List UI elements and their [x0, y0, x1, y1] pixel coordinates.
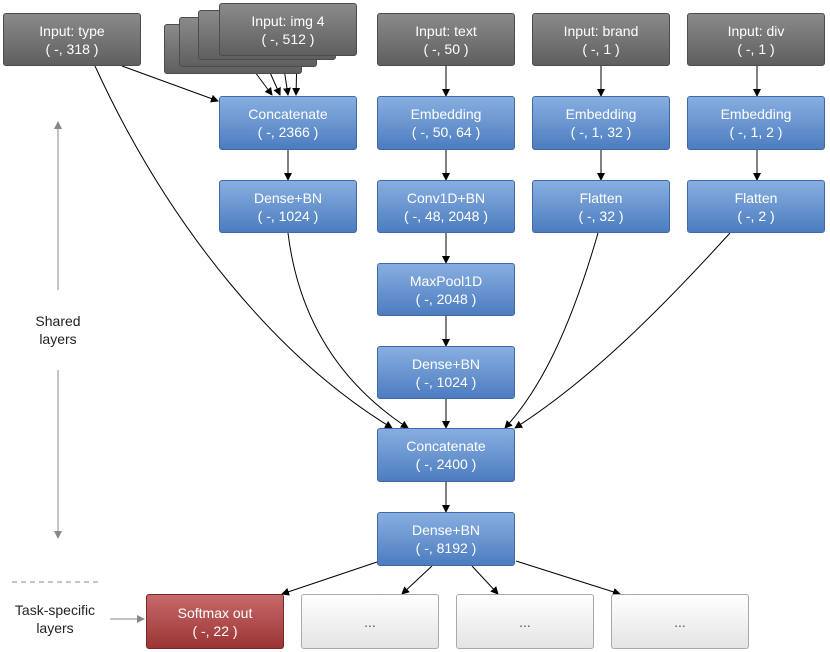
node-shape: ( -, 1024 ) — [257, 207, 319, 224]
node-shape: ( -, 1 ) — [737, 40, 775, 57]
node-dense-shared: Dense+BN ( -, 8192 ) — [377, 512, 515, 566]
node-name: Dense+BN — [253, 189, 323, 206]
edge-flatdiv-concat2 — [514, 232, 731, 429]
edge-shared-softmax — [281, 560, 381, 596]
edge-flatbrand-concat2 — [504, 232, 599, 429]
node-input-img: Input: img 4 ( -, 512 ) — [219, 3, 357, 56]
node-name: Flatten — [734, 189, 778, 206]
node-name: Dense+BN — [411, 355, 481, 372]
node-name: Embedding — [565, 106, 637, 122]
edge-denseimg-concat2 — [287, 232, 409, 429]
node-shape: ( -, 32 ) — [578, 207, 624, 224]
placeholder-label: ... — [519, 613, 531, 630]
node-maxpool1d: MaxPool1D ( -, 2048 ) — [377, 263, 515, 316]
node-name: Softmax out — [177, 604, 253, 621]
node-shape: ( -, 512 ) — [261, 30, 315, 47]
node-name: Input: text — [415, 22, 477, 39]
node-embedding-div: Embedding ( -, 1, 2 ) — [687, 96, 825, 150]
node-name: Flatten — [579, 189, 623, 206]
node-shape: ( -, 2048 ) — [415, 290, 477, 307]
edge-shared-task2 — [401, 565, 433, 595]
node-embedding-text: Embedding ( -, 50, 64 ) — [377, 96, 515, 150]
edge-type-concat1 — [121, 65, 219, 103]
edge-shared-task4 — [515, 560, 621, 596]
edge-shared-task3 — [471, 565, 499, 595]
node-shape: ( -, 2366 ) — [257, 124, 319, 140]
node-name: Input: img 4 — [251, 12, 325, 29]
node-input-div: Input: div ( -, 1 ) — [687, 13, 825, 66]
node-task-placeholder-2: ... — [301, 594, 439, 649]
shared-label-line-2: layers — [39, 331, 77, 347]
node-concatenate-1: Concatenate ( -, 2366 ) — [219, 96, 357, 150]
node-shape: ( -, 1024 ) — [415, 373, 477, 390]
node-input-brand: Input: brand ( -, 1 ) — [532, 13, 670, 66]
shared-layers-label: Shared layers — [14, 312, 102, 348]
node-name: Input: brand — [563, 22, 639, 39]
node-name: MaxPool1D — [409, 272, 483, 289]
task-specific-layers-label: Task-specific layers — [0, 601, 110, 637]
node-shape: ( -, 1, 2 ) — [729, 124, 783, 140]
node-task-placeholder-4: ... — [611, 594, 749, 649]
node-input-text: Input: text ( -, 50 ) — [377, 13, 515, 66]
node-conv1d: Conv1D+BN ( -, 48, 2048 ) — [377, 180, 515, 233]
node-shape: ( -, 318 ) — [45, 40, 99, 57]
edge-img-stack-1 — [254, 71, 273, 96]
node-dense-text: Dense+BN ( -, 1024 ) — [377, 346, 515, 399]
node-embedding-brand: Embedding ( -, 1, 32 ) — [532, 96, 670, 150]
node-concatenate-2: Concatenate ( -, 2400 ) — [377, 428, 515, 482]
node-softmax-out: Softmax out ( -, 22 ) — [146, 594, 284, 649]
node-name: Embedding — [720, 106, 792, 122]
node-shape: ( -, 1, 32 ) — [570, 124, 632, 140]
node-shape: ( -, 50 ) — [423, 40, 469, 57]
node-name: Concatenate — [248, 106, 328, 122]
node-name: Dense+BN — [411, 522, 481, 538]
shared-label-line-1: Shared — [35, 313, 81, 329]
node-shape: ( -, 2400 ) — [415, 456, 477, 472]
node-name: Embedding — [410, 106, 482, 122]
node-shape: ( -, 48, 2048 ) — [403, 207, 489, 224]
node-shape: ( -, 8192 ) — [415, 540, 477, 556]
node-task-placeholder-3: ... — [456, 594, 594, 649]
node-shape: ( -, 22 ) — [192, 622, 238, 639]
node-name: Input: type — [39, 22, 105, 39]
placeholder-label: ... — [364, 613, 376, 630]
node-flatten-brand: Flatten ( -, 32 ) — [532, 180, 670, 233]
task-label-line-1: Task-specific — [14, 602, 96, 618]
node-name: Concatenate — [406, 438, 486, 454]
node-shape: ( -, 2 ) — [737, 207, 775, 224]
edge-type-concat2 — [94, 65, 393, 429]
node-input-type: Input: type ( -, 318 ) — [3, 13, 141, 66]
placeholder-label: ... — [674, 613, 686, 630]
node-shape: ( -, 50, 64 ) — [411, 124, 481, 140]
task-label-line-2: layers — [36, 620, 74, 636]
node-shape: ( -, 1 ) — [582, 40, 620, 57]
node-name: Input: div — [727, 22, 785, 39]
node-dense-img: Dense+BN ( -, 1024 ) — [219, 180, 357, 233]
node-name: Conv1D+BN — [406, 189, 486, 206]
node-flatten-div: Flatten ( -, 2 ) — [687, 180, 825, 233]
